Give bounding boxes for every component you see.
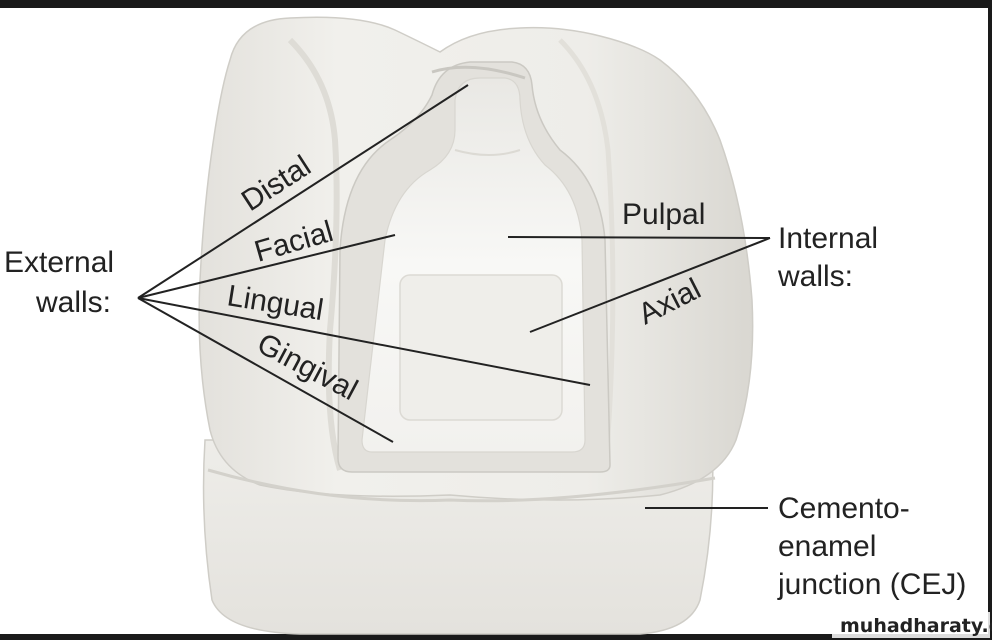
watermark: muhadharaty.com bbox=[840, 615, 992, 637]
crown-groove bbox=[287, 37, 343, 471]
label-internal-line2: walls: bbox=[777, 260, 853, 293]
label-cej-line3: junction (CEJ) bbox=[777, 568, 966, 601]
leader-gingival bbox=[137, 297, 394, 443]
label-cej-line2: enamel bbox=[778, 530, 876, 563]
leader-lines bbox=[137, 84, 771, 509]
label-external-line2: walls: bbox=[35, 286, 111, 319]
label-external-line1: External bbox=[4, 246, 114, 279]
leader-pulpal bbox=[507, 236, 771, 239]
cavity-top bbox=[431, 65, 526, 80]
cej-line bbox=[207, 468, 716, 503]
crown-groove-right bbox=[558, 38, 616, 471]
label-cej-line1: Cemento- bbox=[778, 492, 910, 525]
label-internal-line1: Internal bbox=[778, 222, 878, 255]
axial-wall bbox=[399, 274, 563, 421]
leader-facial bbox=[137, 234, 396, 299]
label-pulpal: Pulpal bbox=[622, 198, 705, 231]
cavity-isthmus bbox=[454, 149, 521, 156]
watermark-bg bbox=[832, 612, 990, 638]
leader-axial bbox=[529, 237, 771, 333]
leader-lingual bbox=[137, 297, 591, 386]
leader-distal bbox=[137, 84, 469, 299]
